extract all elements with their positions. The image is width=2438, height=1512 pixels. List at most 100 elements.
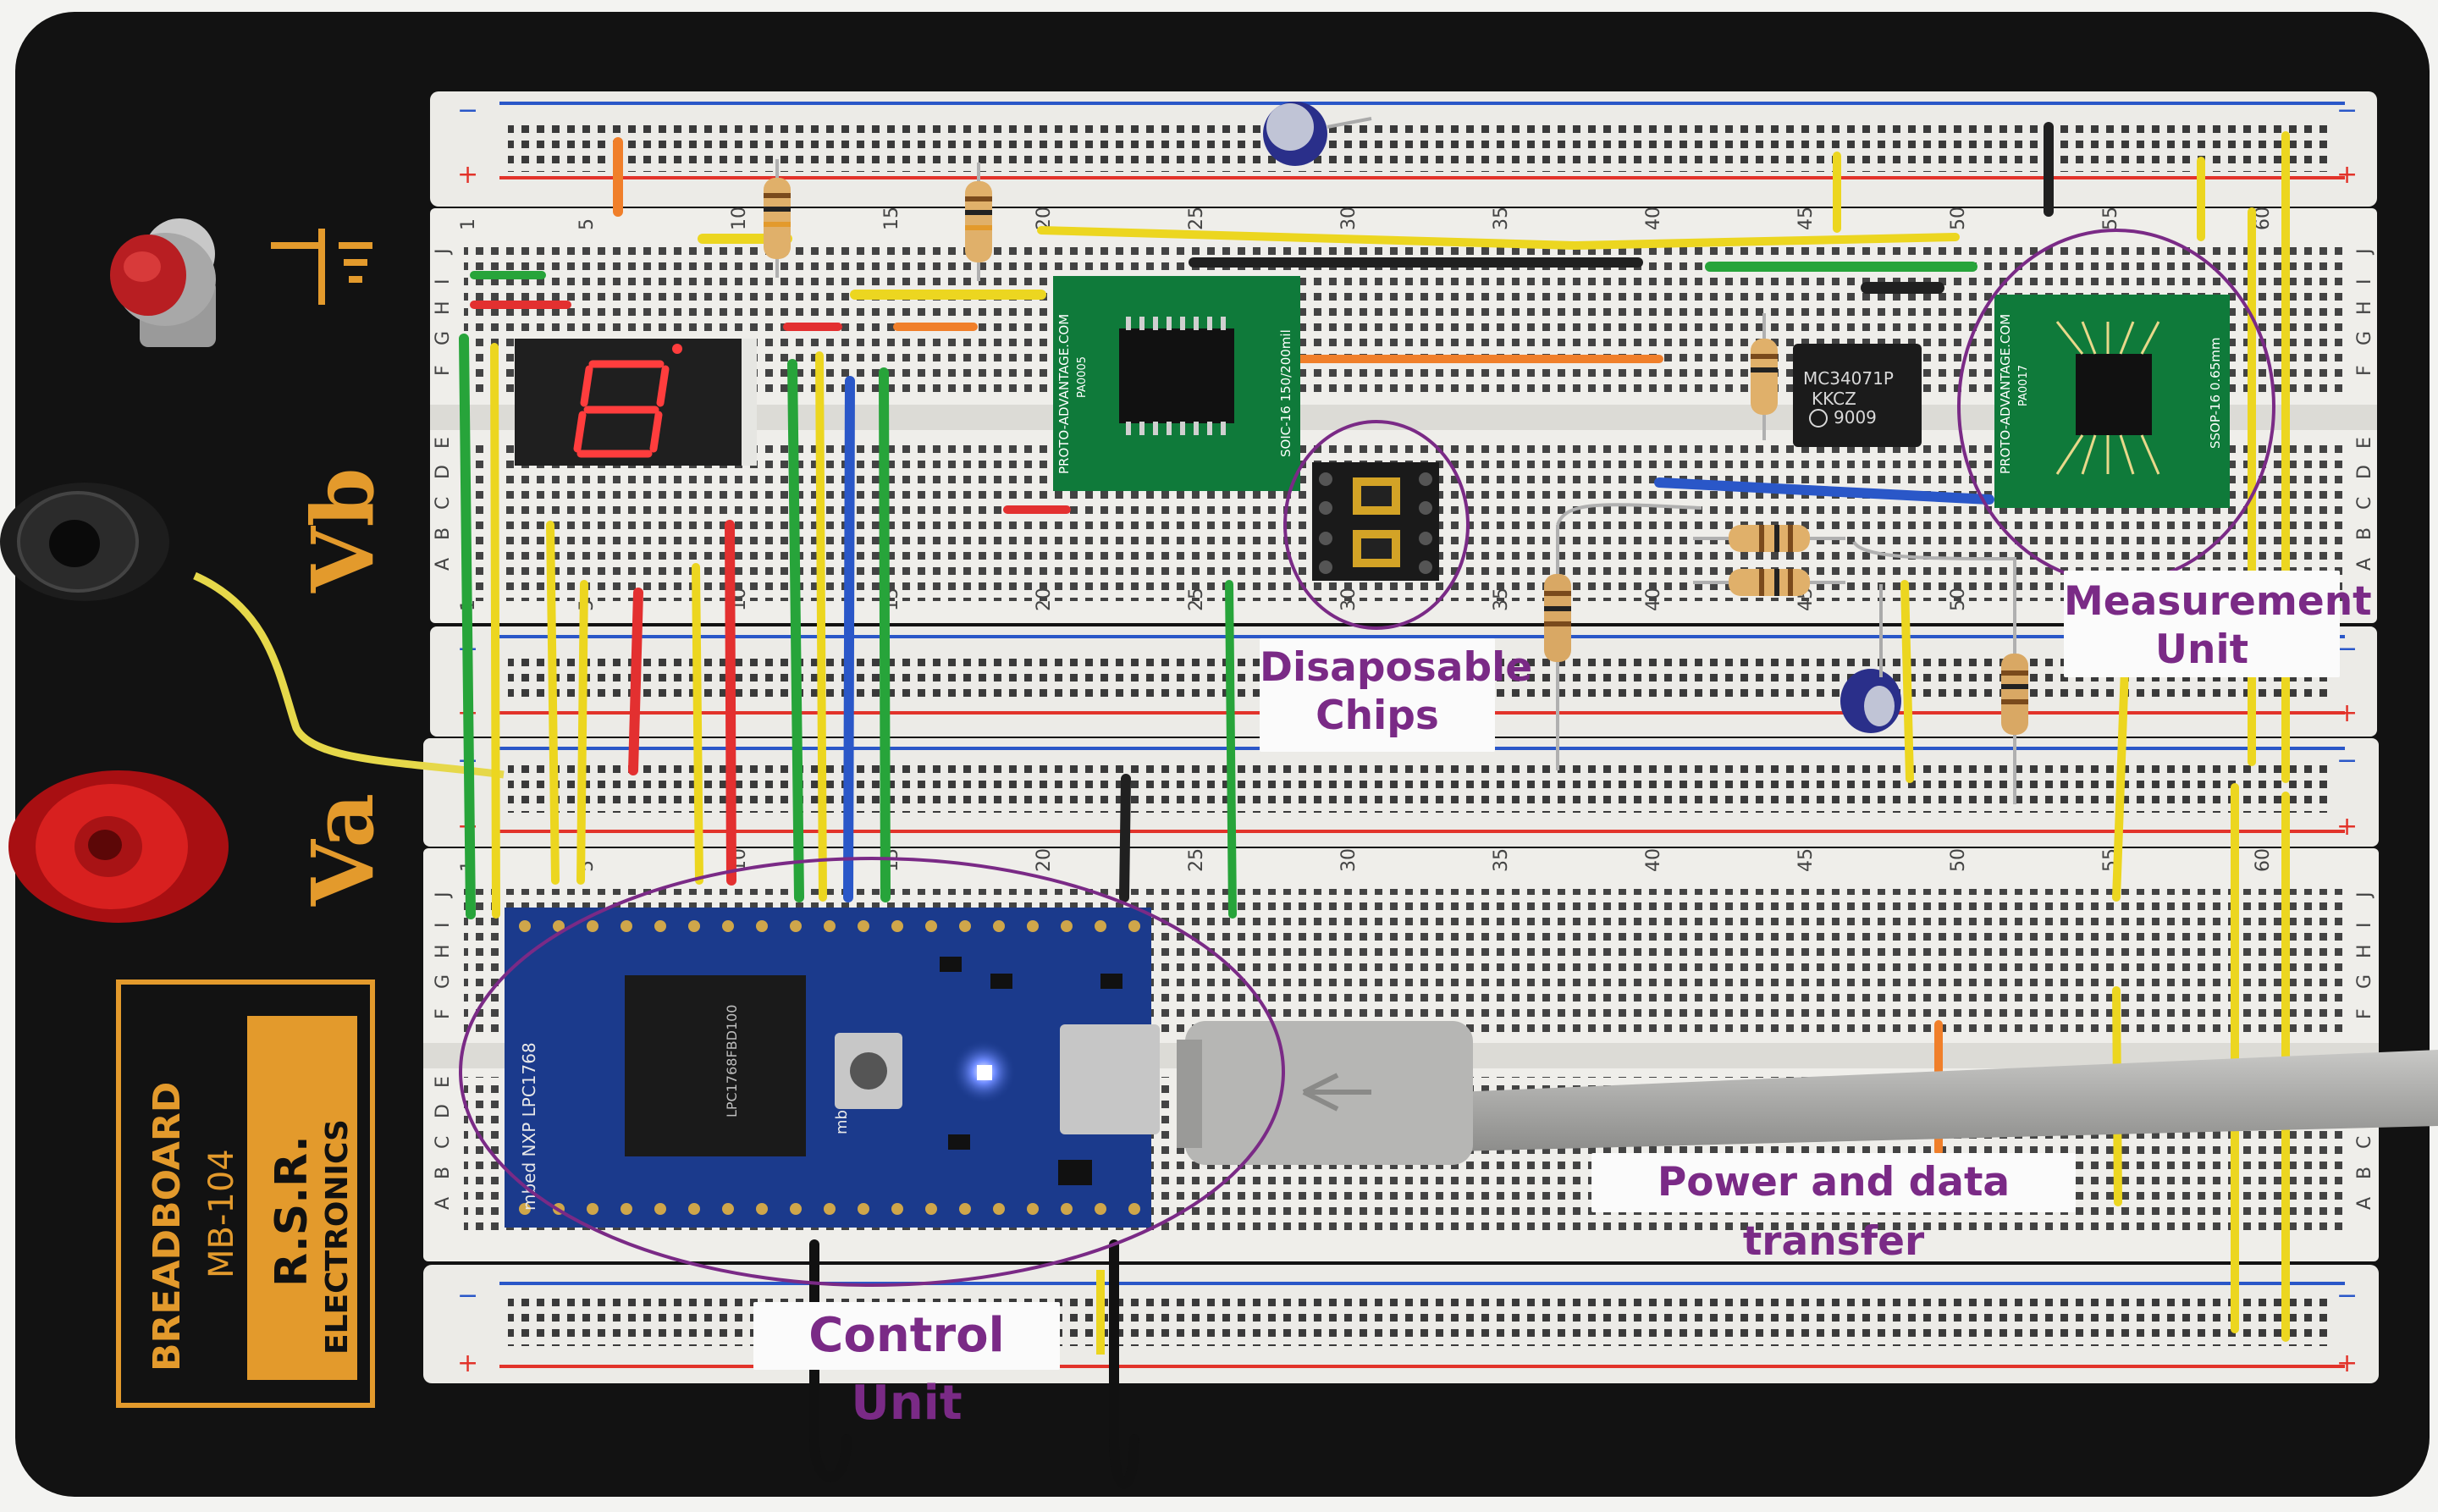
column-number: 30 [1338,588,1360,611]
column-number: 35 [1491,588,1512,611]
row-letter: F [2354,365,2375,376]
row-letter: D [2354,465,2375,479]
power-data-transfer-label: Power and data transfer [1591,1153,2076,1265]
row-letter: J [2354,249,2375,257]
column-number: 40 [1643,207,1664,230]
svg-text:−: − [457,96,478,125]
wires-bottom-black [809,1239,1139,1489]
row-letter: B [2354,527,2375,540]
svg-text:+: + [457,1349,478,1378]
soic-board-code: PA0005 [1076,356,1089,398]
column-number: 50 [1948,848,1969,872]
column-number: 40 [1643,588,1664,611]
row-letter: F [433,365,454,376]
row-letter: B [433,1167,454,1179]
seven-segment-display [515,339,757,466]
wires-vertical-left [459,334,2290,1342]
row-letter: H [2354,301,2375,315]
brand-plate: BREADBOARD MB-104 R.S.R. ELECTRONICS [116,979,375,1408]
row-letter: B [433,527,454,540]
column-number: 25 [1186,588,1207,611]
row-letter: F [2354,1008,2375,1019]
control-unit-label: Control Unit [753,1302,1060,1431]
disposable-chips-label: Disaposable Chips [1260,638,1533,752]
svg-text:+: + [457,160,478,190]
row-letter: C [2354,497,2375,510]
row-letter: A [433,1197,454,1210]
row-letter: D [433,1104,454,1118]
svg-text:+: + [2336,1349,2358,1378]
column-number: 1 [458,218,479,230]
control-unit-ellipse [459,857,1285,1287]
row-letters: JJIIHHGGFFEEDDCCBBAAJJIIHHGGFFEEDDCCBBAA [433,249,2375,1211]
row-letter: I [433,923,454,929]
column-number: 35 [1491,848,1512,872]
column-number: 50 [1948,588,1969,611]
row-letter: I [433,279,454,285]
row-letter: G [2354,974,2375,989]
row-letter: A [433,558,454,571]
row-letter: H [433,301,454,315]
row-letter: B [2354,1167,2375,1179]
push-button [110,218,216,347]
disposable-chips-label-line1: Disaposable [1260,644,1533,691]
disposable-chips-label-line2: Chips [1316,693,1439,740]
yellow-lead [193,571,505,779]
soic-board-brand: PROTO-ADVANTAGE.COM [1056,314,1072,474]
opamp-chip: MC34071P KKCZ 9009 [1793,344,1922,447]
row-letter: J [433,892,454,900]
row-letter: A [2354,1197,2375,1210]
column-number: 25 [1186,207,1207,230]
column-number: 25 [1186,848,1207,872]
measurement-unit-label-line1: Measurement [2064,578,2372,625]
red-terminal [8,770,229,923]
row-letter: C [433,497,454,510]
black-terminal [0,483,169,601]
column-number: 5 [576,218,598,230]
opamp-label-1: MC34071P [1803,368,1894,389]
svg-text:+: + [2336,698,2358,728]
svg-text:−: − [2336,96,2358,125]
measurement-unit-label: Measurement Unit [2064,571,2372,677]
row-letter: E [433,437,454,449]
row-letter: C [2354,1136,2375,1149]
opamp-label-2: KKCZ [1812,389,1856,409]
capacitor-bottom [1840,584,1901,733]
column-number: 50 [1948,207,1969,230]
column-number: 15 [881,207,902,230]
disposable-chips [1312,462,1439,581]
svg-text:−: − [2336,634,2358,664]
row-letter: A [2354,558,2375,571]
brand-breadboard: BREADBOARD [146,1082,189,1371]
ssop-board-size: SSOP-16 0.65mm [2208,338,2223,449]
column-number: 60 [2253,207,2274,230]
ssop-board-brand: PROTO-ADVANTAGE.COM [1998,314,2013,474]
row-letter: J [2354,892,2375,900]
vb-label: Vb [293,467,393,593]
svg-text:−: − [2336,1281,2358,1311]
column-number: 45 [1795,207,1817,230]
row-letter: H [2354,944,2375,958]
row-letter: E [2354,437,2375,449]
brand-electronics: ELECTRONICS [320,1119,355,1355]
svg-text:+: + [2336,160,2358,190]
svg-text:+: + [2336,812,2358,842]
row-letter: D [433,465,454,479]
column-number: 20 [1034,848,1055,872]
row-letter: I [2354,923,2375,929]
measurement-unit-label-line2: Unit [2154,626,2249,674]
ssop-adapter-board: PROTO-ADVANTAGE.COM PA0017 SSOP-16 0.65m… [1994,295,2230,508]
row-letter: E [433,1076,454,1088]
mbed-board: LPC1768FBD100 mbed NXP LPC1768 mbed 05.1 [505,908,1160,1228]
column-number: 60 [2253,848,2274,872]
usb-cable [1177,1021,2438,1165]
ground-icon [271,229,372,305]
svg-text:−: − [457,1281,478,1311]
column-number: 20 [1034,588,1055,611]
resistors [764,159,2028,804]
opamp-label-3: 9009 [1834,407,1877,428]
